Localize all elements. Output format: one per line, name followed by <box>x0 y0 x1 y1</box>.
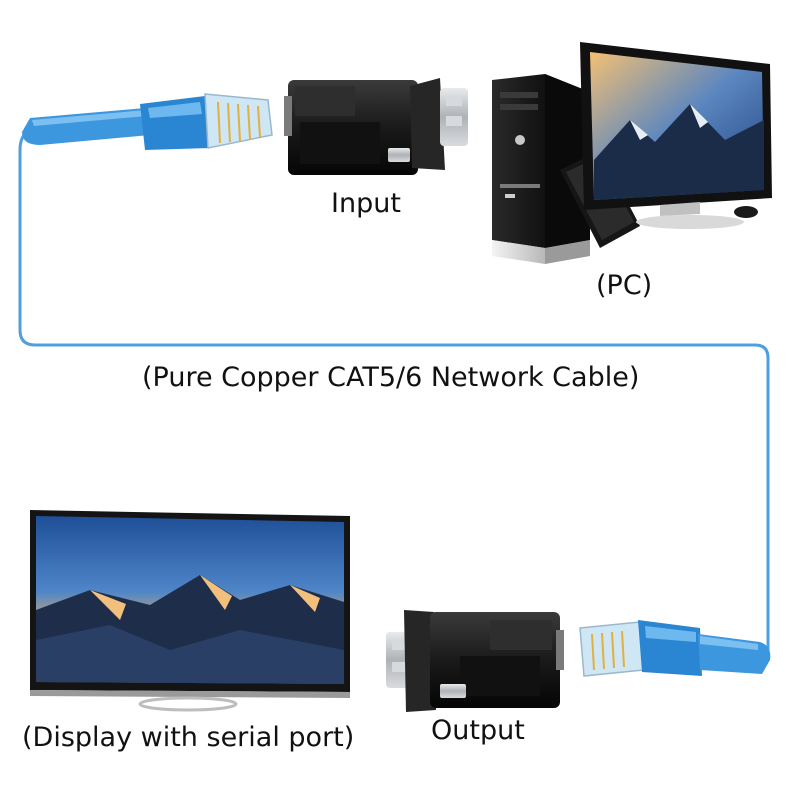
input-label: Input <box>331 188 401 219</box>
rj45-plug-icon <box>140 93 273 150</box>
db9-adapter-icon <box>386 610 564 712</box>
cable-bottom-segment <box>698 634 771 674</box>
db9-adapter-icon <box>284 78 468 175</box>
display-monitor-icon <box>30 510 350 712</box>
display-label: (Display with serial port) <box>22 722 355 753</box>
output-label: Output <box>431 715 525 746</box>
cable-label: (Pure Copper CAT5/6 Network Cable) <box>142 362 640 393</box>
desktop-pc-icon <box>492 42 772 264</box>
pc-label: (PC) <box>596 270 653 301</box>
cable-top-segment <box>22 108 150 145</box>
rj45-plug-icon <box>579 620 702 677</box>
